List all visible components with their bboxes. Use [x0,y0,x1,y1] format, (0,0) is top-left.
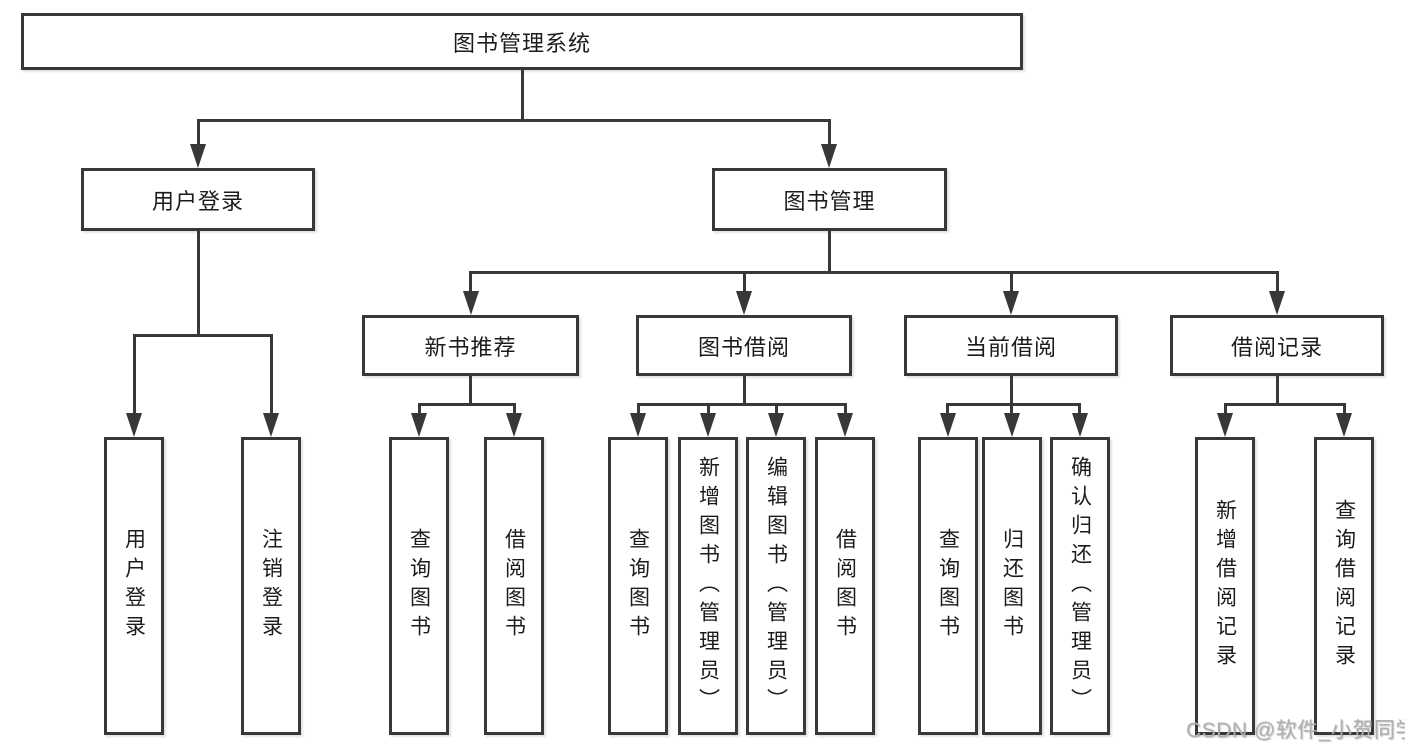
arrowhead-icon [939,413,956,437]
node-user-login: 用户登录 [81,168,315,231]
connector-line [132,334,273,337]
node-book-management: 图书管理 [712,168,947,231]
leaf-label: 查询图书 [626,528,650,644]
connector-line [1223,403,1346,406]
leaf-label: 注销登录 [259,528,283,644]
node-label: 图书管理 [783,188,876,214]
node-library-system-root: 图书管理系统 [21,13,1023,70]
node-label: 图书管理系统 [452,30,591,56]
leaf-label: 新增借阅记录 [1213,499,1237,673]
leaf-user-login: 用户登录 [104,437,164,735]
connector-line [1009,376,1013,406]
leaf-add-borrow-record: 新增借阅记录 [1195,437,1255,735]
connector-line [1078,403,1081,415]
arrowhead-icon [630,413,646,437]
connector-line [417,403,516,406]
connector-line [417,403,421,415]
connector-line [469,271,472,293]
connector-line [827,119,831,148]
connector-line [827,231,831,274]
leaf-label: 编辑图书（管理员） [764,455,788,717]
arrowhead-icon [263,413,279,437]
connector-line [774,403,778,415]
node-label: 新书推荐 [424,334,517,360]
arrowhead-icon [462,291,479,315]
arrowhead-icon [736,291,752,315]
connector-line [196,231,200,337]
leaf-label: 用户登录 [122,528,146,644]
arrowhead-icon [1003,413,1020,437]
node-borrow-records: 借阅记录 [1170,315,1384,376]
connector-line [742,271,746,293]
connector-line [469,271,1279,274]
connector-line [196,119,831,122]
leaf-label: 新增图书（管理员） [696,455,720,717]
leaf-label: 归还图书 [1000,528,1024,644]
leaf-query-borrow-record: 查询借阅记录 [1314,437,1374,735]
leaf-logout: 注销登录 [241,437,301,735]
arrowhead-icon [506,413,522,437]
leaf-edit-books-admin: 编辑图书（管理员） [746,437,806,735]
arrowhead-icon [821,144,837,168]
connector-line [946,403,949,415]
leaf-label: 查询图书 [936,528,960,644]
leaf-return-books: 归还图书 [982,437,1042,735]
leaf-borrow-books: 借阅图书 [815,437,875,735]
connector-line [742,376,746,406]
csdn-watermark: CSDN @软件_小贺同学 [1186,719,1405,742]
connector-line [132,334,136,416]
node-current-borrow: 当前借阅 [904,315,1118,376]
connector-line [1342,403,1346,415]
connector-line [843,403,847,415]
leaf-query-books-recommend: 查询图书 [389,437,449,735]
leaf-borrow-books-recommend: 借阅图书 [484,437,544,735]
connector-line [706,403,710,415]
arrowhead-icon [126,413,142,437]
node-label: 当前借阅 [964,334,1057,360]
node-label: 借阅记录 [1230,334,1323,360]
connector-line [469,376,472,406]
leaf-label: 查询图书 [407,528,431,644]
leaf-label: 查询借阅记录 [1332,499,1356,673]
arrowhead-icon [1071,413,1088,437]
node-label: 用户登录 [151,188,244,214]
node-new-book-recommend: 新书推荐 [362,315,579,376]
connector-line [636,403,640,415]
arrowhead-icon [768,413,784,437]
leaf-label: 确认归还（管理员） [1068,455,1092,717]
leaf-label: 借阅图书 [502,528,526,644]
leaf-add-books-admin: 新增图书（管理员） [678,437,738,735]
leaf-query-books-current: 查询图书 [918,437,978,735]
arrowhead-icon [411,413,427,437]
leaf-confirm-return-admin: 确认归还（管理员） [1050,437,1110,735]
connector-line [636,403,847,406]
arrowhead-icon [1217,413,1233,437]
node-book-borrow: 图书借阅 [636,315,852,376]
arrowhead-icon [1269,291,1285,315]
connector-line [1275,376,1279,406]
leaf-query-books-borrow: 查询图书 [608,437,668,735]
node-label: 图书借阅 [697,334,790,360]
leaf-label: 借阅图书 [833,528,857,644]
connector-line [1010,403,1013,415]
connector-line [269,334,273,416]
arrowhead-icon [837,413,853,437]
connector-line [512,403,516,415]
connector-line [946,403,1081,406]
connector-line [1009,271,1013,293]
connector-line [1275,271,1279,293]
arrowhead-icon [190,144,206,168]
arrowhead-icon [1003,291,1019,315]
arrowhead-icon [700,413,716,437]
connector-line [520,70,524,122]
connector-line [1223,403,1227,415]
connector-line [196,119,200,148]
arrowhead-icon [1336,413,1352,437]
